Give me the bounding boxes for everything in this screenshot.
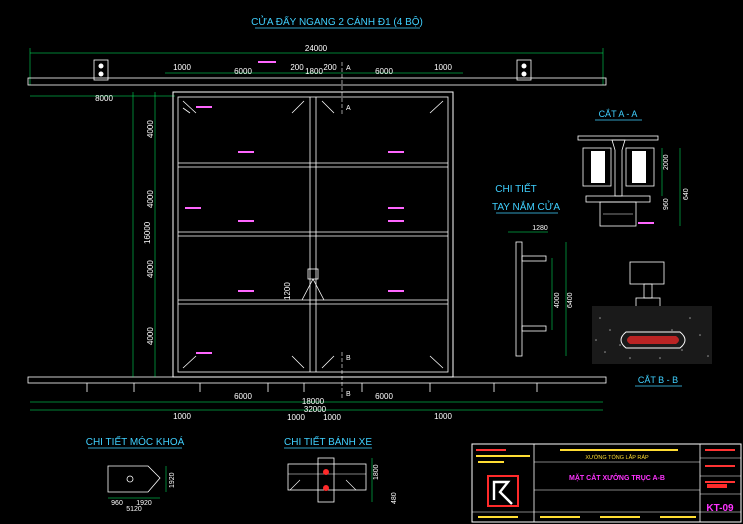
sheet-code: KT-09 [706, 503, 734, 514]
main-elevation: 24000 1000 6000 200 1800 200 6000 1000 8… [27, 44, 607, 422]
section-b-detail: CẮT B - B [592, 261, 712, 387]
sheet-title: CỬA ĐẨY NGANG 2 CÁNH Đ1 (4 BỘ) [251, 15, 423, 28]
lock-dim-3: 1920 [136, 500, 152, 507]
dim-left-4: 4000 [146, 260, 155, 278]
dim-bottom-5: 1000 [434, 412, 452, 421]
section-a-detail: CẮT A - A 2000 960 640 [577, 109, 690, 227]
top-roller-right [516, 59, 532, 81]
dim-top-3: 200 [290, 63, 304, 72]
dim-bottom-1: 1000 [173, 412, 191, 421]
lock-dim-2: 960 [111, 500, 123, 507]
drawing-name: MẶT CẮT XƯỞNG TRỤC A-B [569, 473, 665, 482]
section-a-dim-3: 640 [683, 188, 690, 200]
dim-top-2: 6000 [234, 67, 252, 76]
dim-bottom-total: 32000 [304, 405, 327, 414]
handle-detail: CHI TIẾT TAY NẮM CỬA 1280 4000 6400 [492, 182, 574, 357]
handle-dim-2: 4000 [554, 292, 561, 308]
section-mark-b1: B [346, 355, 351, 362]
company-logo [487, 475, 519, 507]
dim-top-6: 6000 [375, 67, 393, 76]
project-name: XƯỞNG TỔNG LẮP RÁP [585, 453, 649, 461]
dim-bottom-sub: 1000 [287, 413, 305, 422]
handle-title-2: TAY NẮM CỬA [492, 200, 560, 213]
dim-bottom-3: 18000 [302, 397, 325, 406]
section-b-title: CẮT B - B [638, 375, 678, 385]
handle-title-1: CHI TIẾT [495, 182, 536, 195]
top-roller-left [93, 59, 109, 81]
section-mark-b2: B [346, 391, 351, 398]
handle-dim-3: 6400 [567, 292, 574, 308]
roller-detail: CHI TIẾT BÁNH XE 1800 480 [284, 435, 398, 504]
dim-left-1: 4000 [146, 120, 155, 138]
dim-top-7: 1000 [434, 63, 452, 72]
roller-dim-1: 1800 [373, 464, 380, 480]
dim-left-2: 4000 [146, 190, 155, 208]
section-a-dim-2: 960 [663, 198, 670, 210]
dim-top-5: 200 [323, 63, 337, 72]
center-handle [307, 268, 319, 280]
dim-left-offset: 8000 [95, 94, 113, 103]
dim-bottom-2: 6000 [234, 392, 252, 401]
lock-dim-4: 5120 [126, 506, 142, 513]
roller-title: CHI TIẾT BÁNH XE [284, 435, 372, 448]
section-a-title: CẮT A - A [599, 109, 638, 119]
lock-title: CHI TIẾT MÓC KHOÁ [86, 435, 185, 448]
roller-dim-2: 480 [391, 492, 398, 504]
handle-dim-1: 1280 [532, 225, 548, 232]
lock-detail: CHI TIẾT MÓC KHOÁ 1920 960 1920 5120 [86, 435, 185, 513]
title-block: XƯỞNG TỔNG LẮP RÁP MẶT CẮT XƯỞNG TRỤC A-… [471, 443, 742, 523]
lock-dim-1: 1920 [169, 472, 176, 488]
dim-top-1: 1000 [173, 63, 191, 72]
dim-bottom-sub-2: 1000 [323, 413, 341, 422]
dim-top-4: 1800 [305, 67, 323, 76]
dim-left-3: 16000 [143, 221, 152, 244]
section-a-dim-1: 2000 [663, 154, 670, 170]
section-mark-a2: A [346, 105, 351, 112]
dim-handle-height: 1200 [283, 282, 292, 300]
dim-left-5: 4000 [146, 327, 155, 345]
section-mark-a1: A [346, 65, 351, 72]
dim-overall: 24000 [305, 44, 328, 53]
dim-bottom-4: 6000 [375, 392, 393, 401]
